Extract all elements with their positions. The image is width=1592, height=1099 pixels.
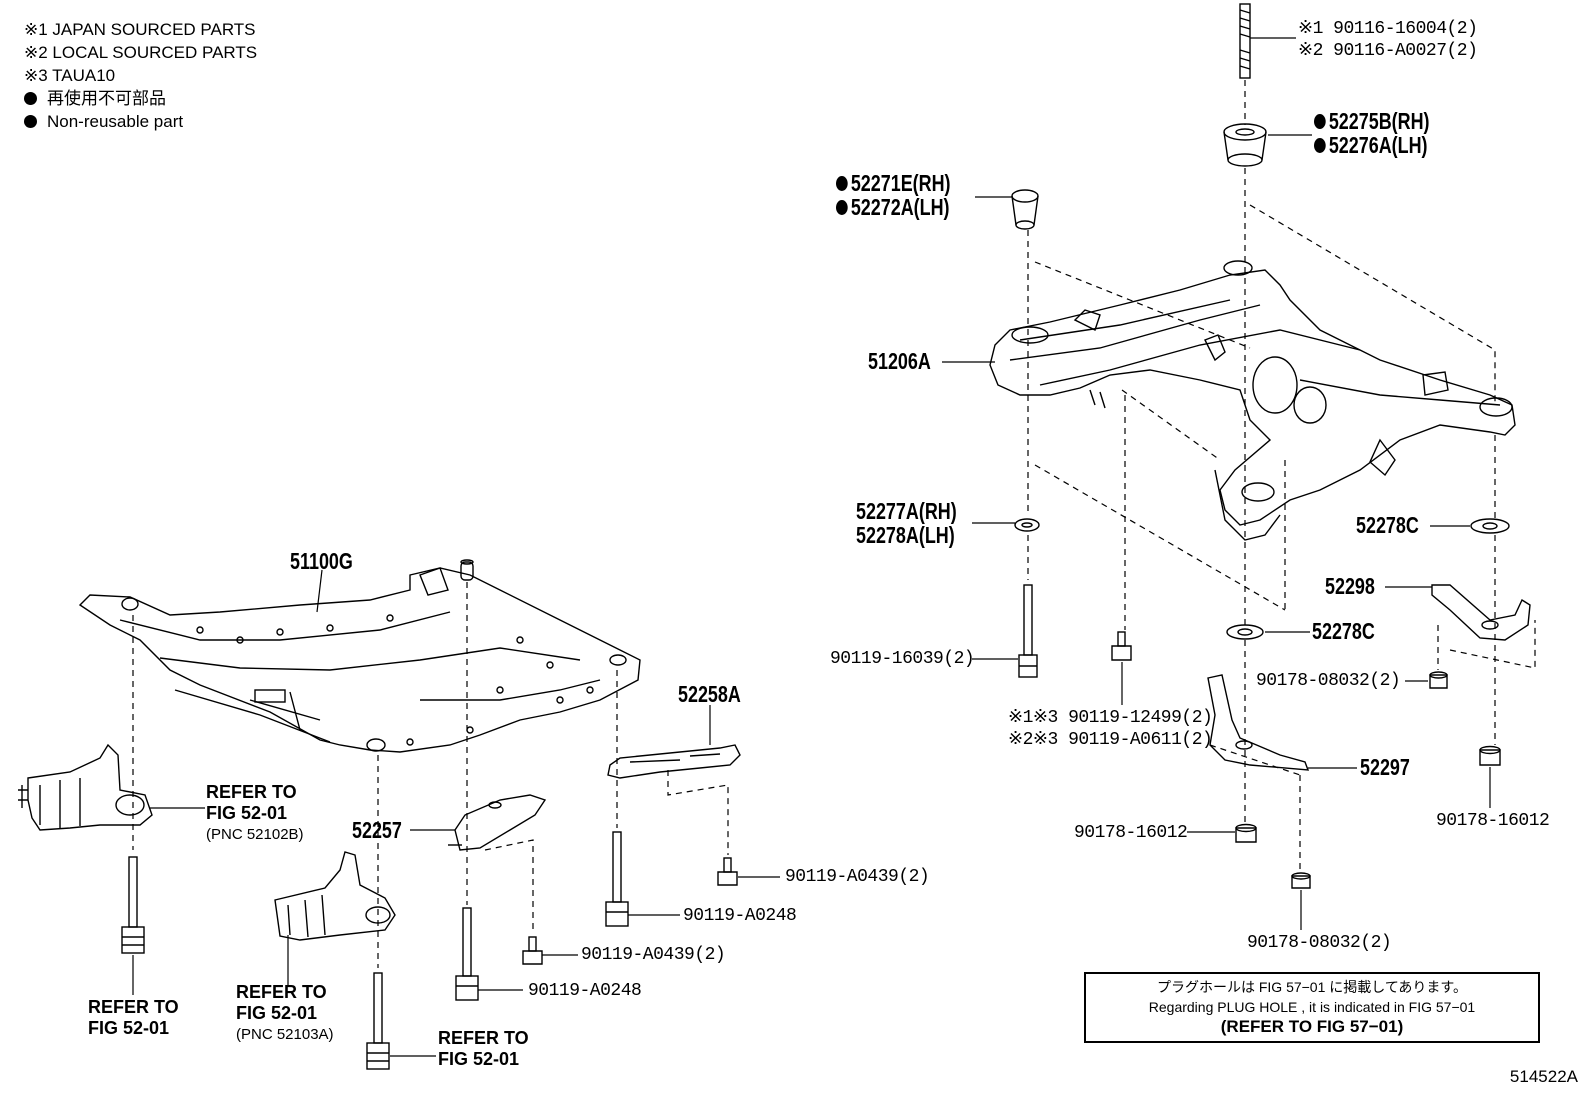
bolt-90119-A0248-a	[605, 831, 629, 927]
label-90119-A0611[interactable]: ※2※3 90119-A0611(2)	[1008, 730, 1213, 750]
label-51100G[interactable]: 51100G	[290, 548, 353, 574]
label-90178-16012-a[interactable]: 90178-16012	[1074, 823, 1188, 843]
leader-lines-left	[132, 569, 780, 1057]
legend-japan: ※1 JAPAN SOURCED PARTS	[24, 20, 256, 39]
leader-lines-right	[942, 37, 1491, 930]
nut-90178-08032-a	[1429, 671, 1448, 689]
label-90116-A0027[interactable]: ※2 90116-A0027(2)	[1298, 41, 1478, 61]
label-52278C-a[interactable]: 52278C	[1356, 512, 1419, 538]
non-reusable-dot-icon	[1314, 114, 1326, 129]
refer-to-fig-52-01-b[interactable]: REFER TO FIG 52-01	[438, 1028, 529, 1069]
label-90178-08032-a[interactable]: 90178-08032(2)	[1256, 671, 1401, 691]
label-90178-16012-b[interactable]: 90178-16012	[1436, 811, 1550, 831]
bolt-90119-A0248-b	[455, 907, 479, 1001]
label-52298[interactable]: 52298	[1325, 573, 1375, 599]
label-90119-A0439-a[interactable]: 90119-A0439(2)	[785, 867, 930, 887]
plug-hole-note: プラグホールは FIG 57−01 に掲載してあります。 Regarding P…	[1084, 972, 1540, 1043]
bracket-52258A	[607, 744, 741, 779]
stopper-52278C-b	[1226, 624, 1264, 640]
figure-id: 514522A	[1509, 1067, 1578, 1086]
label-51206A[interactable]: 51206A	[868, 348, 931, 374]
bolt-90119-A0439-b	[522, 936, 543, 965]
note-en: Regarding PLUG HOLE , it is indicated in…	[1148, 999, 1476, 1015]
label-90119-12499[interactable]: ※1※3 90119-12499(2)	[1008, 708, 1213, 728]
label-90119-A0248-b[interactable]: 90119-A0248	[528, 981, 642, 1001]
legend-non-reusable-jp: 再使用不可部品	[24, 87, 257, 110]
nut-90178-08032-b	[1291, 872, 1311, 889]
non-reusable-dot-icon	[1314, 138, 1326, 153]
bolt-90119-12499	[1111, 631, 1132, 661]
note-ref[interactable]: (REFER TO FIG 57−01)	[1220, 1017, 1404, 1036]
label-52258A[interactable]: 52258A	[678, 681, 741, 707]
refer-to-fig-52-01-a[interactable]: REFER TO FIG 52-01	[88, 997, 179, 1038]
stud-bolt-90116	[1239, 3, 1251, 79]
label-90119-16039[interactable]: 90119-16039(2)	[830, 649, 975, 669]
bracket-52298	[1431, 584, 1531, 641]
front-suspension-member	[78, 559, 641, 753]
bolt-52103A	[366, 972, 390, 1070]
label-52278A[interactable]: 52278A(LH)	[856, 522, 955, 548]
non-reusable-dot-icon	[836, 176, 848, 191]
bracket-52297	[1207, 674, 1310, 771]
alignment-lines-left	[132, 582, 729, 968]
nut-90178-16012-a	[1479, 745, 1501, 766]
bolt-90119-A0439-a	[717, 857, 738, 886]
legend: ※1 JAPAN SOURCED PARTS ※2 LOCAL SOURCED …	[24, 18, 257, 133]
label-52297[interactable]: 52297	[1360, 754, 1410, 780]
bracket-52257	[448, 794, 547, 851]
label-52257[interactable]: 52257	[352, 817, 402, 843]
label-52275B[interactable]: 52275B(RH)	[1314, 110, 1430, 133]
legend-taua: ※3 TAUA10	[24, 66, 116, 85]
legend-local: ※2 LOCAL SOURCED PARTS	[24, 43, 258, 62]
label-90116-16004[interactable]: ※1 90116-16004(2)	[1298, 19, 1478, 39]
bracket-52103A	[274, 851, 396, 941]
label-90119-A0248-a[interactable]: 90119-A0248	[683, 906, 797, 926]
label-52271E[interactable]: 52271E(RH)	[836, 172, 951, 195]
bolt-52102B	[121, 856, 145, 954]
legend-non-reusable-en: Non-reusable part	[24, 110, 257, 133]
alignment-lines-right	[1027, 80, 1536, 870]
refer-to-52103A[interactable]: REFER TO FIG 52-01 (PNC 52103A)	[236, 982, 334, 1043]
label-52272A[interactable]: 52272A(LH)	[836, 196, 950, 219]
label-52277A[interactable]: 52277A(RH)	[856, 498, 957, 524]
nut-90178-16012-b	[1235, 823, 1257, 843]
bracket-52102B	[18, 743, 153, 831]
note-jp: プラグホールは FIG 57−01 に掲載してあります。	[1156, 979, 1468, 995]
label-52278C-b[interactable]: 52278C	[1312, 618, 1375, 644]
label-90178-08032-b[interactable]: 90178-08032(2)	[1247, 933, 1392, 953]
stopper-52278C-a	[1470, 518, 1510, 534]
stopper-52277A	[1014, 518, 1040, 532]
bushing-52271E	[1011, 189, 1039, 230]
bushing-52275B	[1223, 123, 1267, 167]
label-90119-A0439-b[interactable]: 90119-A0439(2)	[581, 945, 726, 965]
refer-to-52102B[interactable]: REFER TO FIG 52-01 (PNC 52102B)	[206, 782, 304, 843]
label-52276A[interactable]: 52276A(LH)	[1314, 134, 1428, 157]
non-reusable-dot-icon	[836, 200, 848, 215]
dot-icon	[24, 92, 37, 105]
rear-suspension-member	[989, 260, 1516, 541]
dot-icon	[24, 115, 37, 128]
bolt-90119-16039	[1018, 584, 1038, 678]
